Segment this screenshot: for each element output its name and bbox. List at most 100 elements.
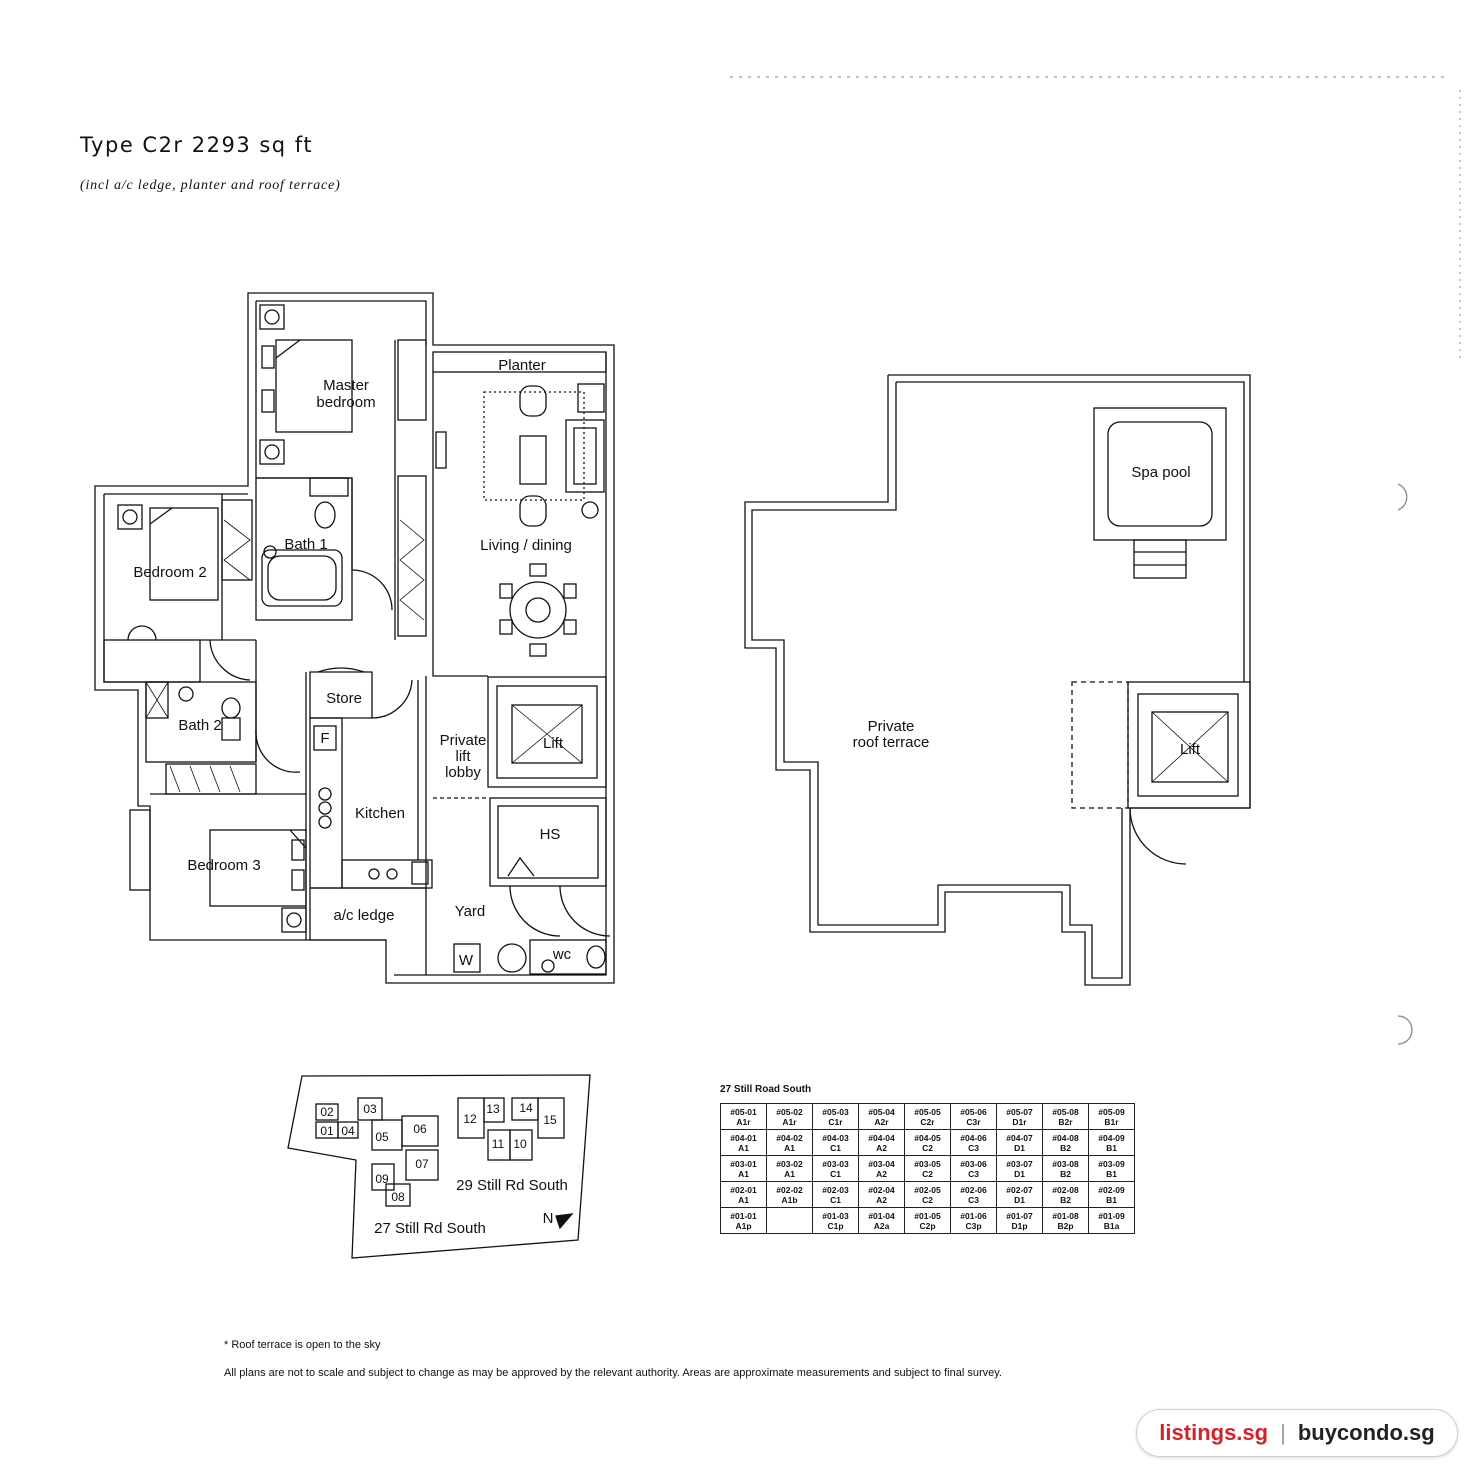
roof-terrace-plan xyxy=(744,374,1251,986)
label-kitchen: Kitchen xyxy=(355,805,405,822)
unit-type: A2 xyxy=(876,1194,887,1205)
label-roof-terrace-line1: Private xyxy=(868,718,915,735)
site-label-27: 27 Still Rd South xyxy=(374,1220,486,1237)
unit-type: C2 xyxy=(922,1194,933,1205)
brand-separator: | xyxy=(1280,1420,1286,1445)
site-block-15: 15 xyxy=(543,1113,557,1127)
unit-type: A1 xyxy=(738,1142,749,1153)
unit-type: A1 xyxy=(738,1194,749,1205)
label-lobby-line3: lobby xyxy=(445,764,481,781)
unit-type: B2 xyxy=(1060,1142,1071,1153)
site-block-14: 14 xyxy=(519,1101,533,1115)
unit-number: #02-08 xyxy=(1052,1184,1079,1195)
unit-number: #02-07 xyxy=(1006,1184,1033,1195)
unit-number: #01-08 xyxy=(1052,1210,1079,1221)
unit-type: C3 xyxy=(968,1142,979,1153)
unit-type: C3r xyxy=(966,1116,981,1127)
unit-type: C1p xyxy=(827,1220,844,1231)
unit-number: #05-04 xyxy=(868,1106,895,1117)
unit-number: #03-02 xyxy=(776,1158,803,1169)
unit-number: #01-01 xyxy=(730,1210,757,1221)
unit-number: #02-06 xyxy=(960,1184,987,1195)
unit-type: A2 xyxy=(876,1142,887,1153)
unit-number: #02-01 xyxy=(730,1184,757,1195)
unit-number: #03-05 xyxy=(914,1158,941,1169)
label-roof-lift: Lift xyxy=(1180,741,1201,758)
site-block-02: 02 xyxy=(320,1105,334,1119)
brand-buycondo-link[interactable]: buycondo.sg xyxy=(1297,1420,1435,1445)
unit-type: B1r xyxy=(1104,1116,1119,1127)
unit-type: C1r xyxy=(828,1116,843,1127)
label-bath-1: Bath 1 xyxy=(284,536,327,553)
site-block-11: 11 xyxy=(492,1137,505,1151)
unit-number: #03-04 xyxy=(868,1158,895,1169)
label-lobby-line1: Private xyxy=(440,732,487,749)
unit-number: #05-05 xyxy=(914,1106,941,1117)
site-key-plan xyxy=(287,1074,591,1259)
north-arrow-label: N xyxy=(543,1210,554,1227)
label-bedroom-2: Bedroom 2 xyxy=(133,564,206,581)
site-block-01: 01 xyxy=(320,1124,334,1138)
brand-badge[interactable]: listings.sg | buycondo.sg xyxy=(1136,1409,1458,1457)
site-block-08: 08 xyxy=(391,1190,405,1204)
unit-table-title: 27 Still Road South xyxy=(720,1084,812,1095)
label-master-bedroom-line1: Master xyxy=(323,377,369,394)
unit-cell xyxy=(766,1207,813,1234)
brand-listings-link[interactable]: listings.sg xyxy=(1159,1420,1269,1445)
unit-type: A1 xyxy=(784,1142,795,1153)
label-planter: Planter xyxy=(498,357,546,374)
unit-number: #05-08 xyxy=(1052,1106,1079,1117)
unit-type: C1 xyxy=(830,1168,841,1179)
unit-number: #04-07 xyxy=(1006,1132,1033,1143)
unit-number: #04-04 xyxy=(868,1132,895,1143)
unit-number: #02-04 xyxy=(868,1184,895,1195)
unit-type: D1 xyxy=(1014,1194,1025,1205)
site-label-29: 29 Still Rd South xyxy=(456,1177,568,1194)
site-block-10: 10 xyxy=(513,1137,527,1151)
label-store: Store xyxy=(326,690,362,707)
unit-type: C3 xyxy=(968,1168,979,1179)
unit-type: C3 xyxy=(968,1194,979,1205)
unit-number: #05-02 xyxy=(776,1106,803,1117)
unit-type: A1p xyxy=(735,1220,752,1231)
label-household-shelter: HS xyxy=(540,826,561,843)
unit-number: #04-05 xyxy=(914,1132,941,1143)
unit-type: A1r xyxy=(736,1116,751,1127)
unit-type: A2 xyxy=(876,1168,887,1179)
unit-type: B2r xyxy=(1058,1116,1073,1127)
unit-type: A1 xyxy=(784,1168,795,1179)
site-block-09: 09 xyxy=(375,1172,389,1186)
label-lobby-line2: lift xyxy=(456,748,472,765)
label-ac-ledge: a/c ledge xyxy=(334,907,395,924)
unit-type: B1 xyxy=(1106,1142,1117,1153)
unit-type: B2 xyxy=(1060,1168,1071,1179)
unit-type: A2r xyxy=(874,1116,889,1127)
unit-number: #02-05 xyxy=(914,1184,941,1195)
unit-number: #04-08 xyxy=(1052,1132,1079,1143)
label-bath-2: Bath 2 xyxy=(178,717,221,734)
unit-type: D1 xyxy=(1014,1168,1025,1179)
